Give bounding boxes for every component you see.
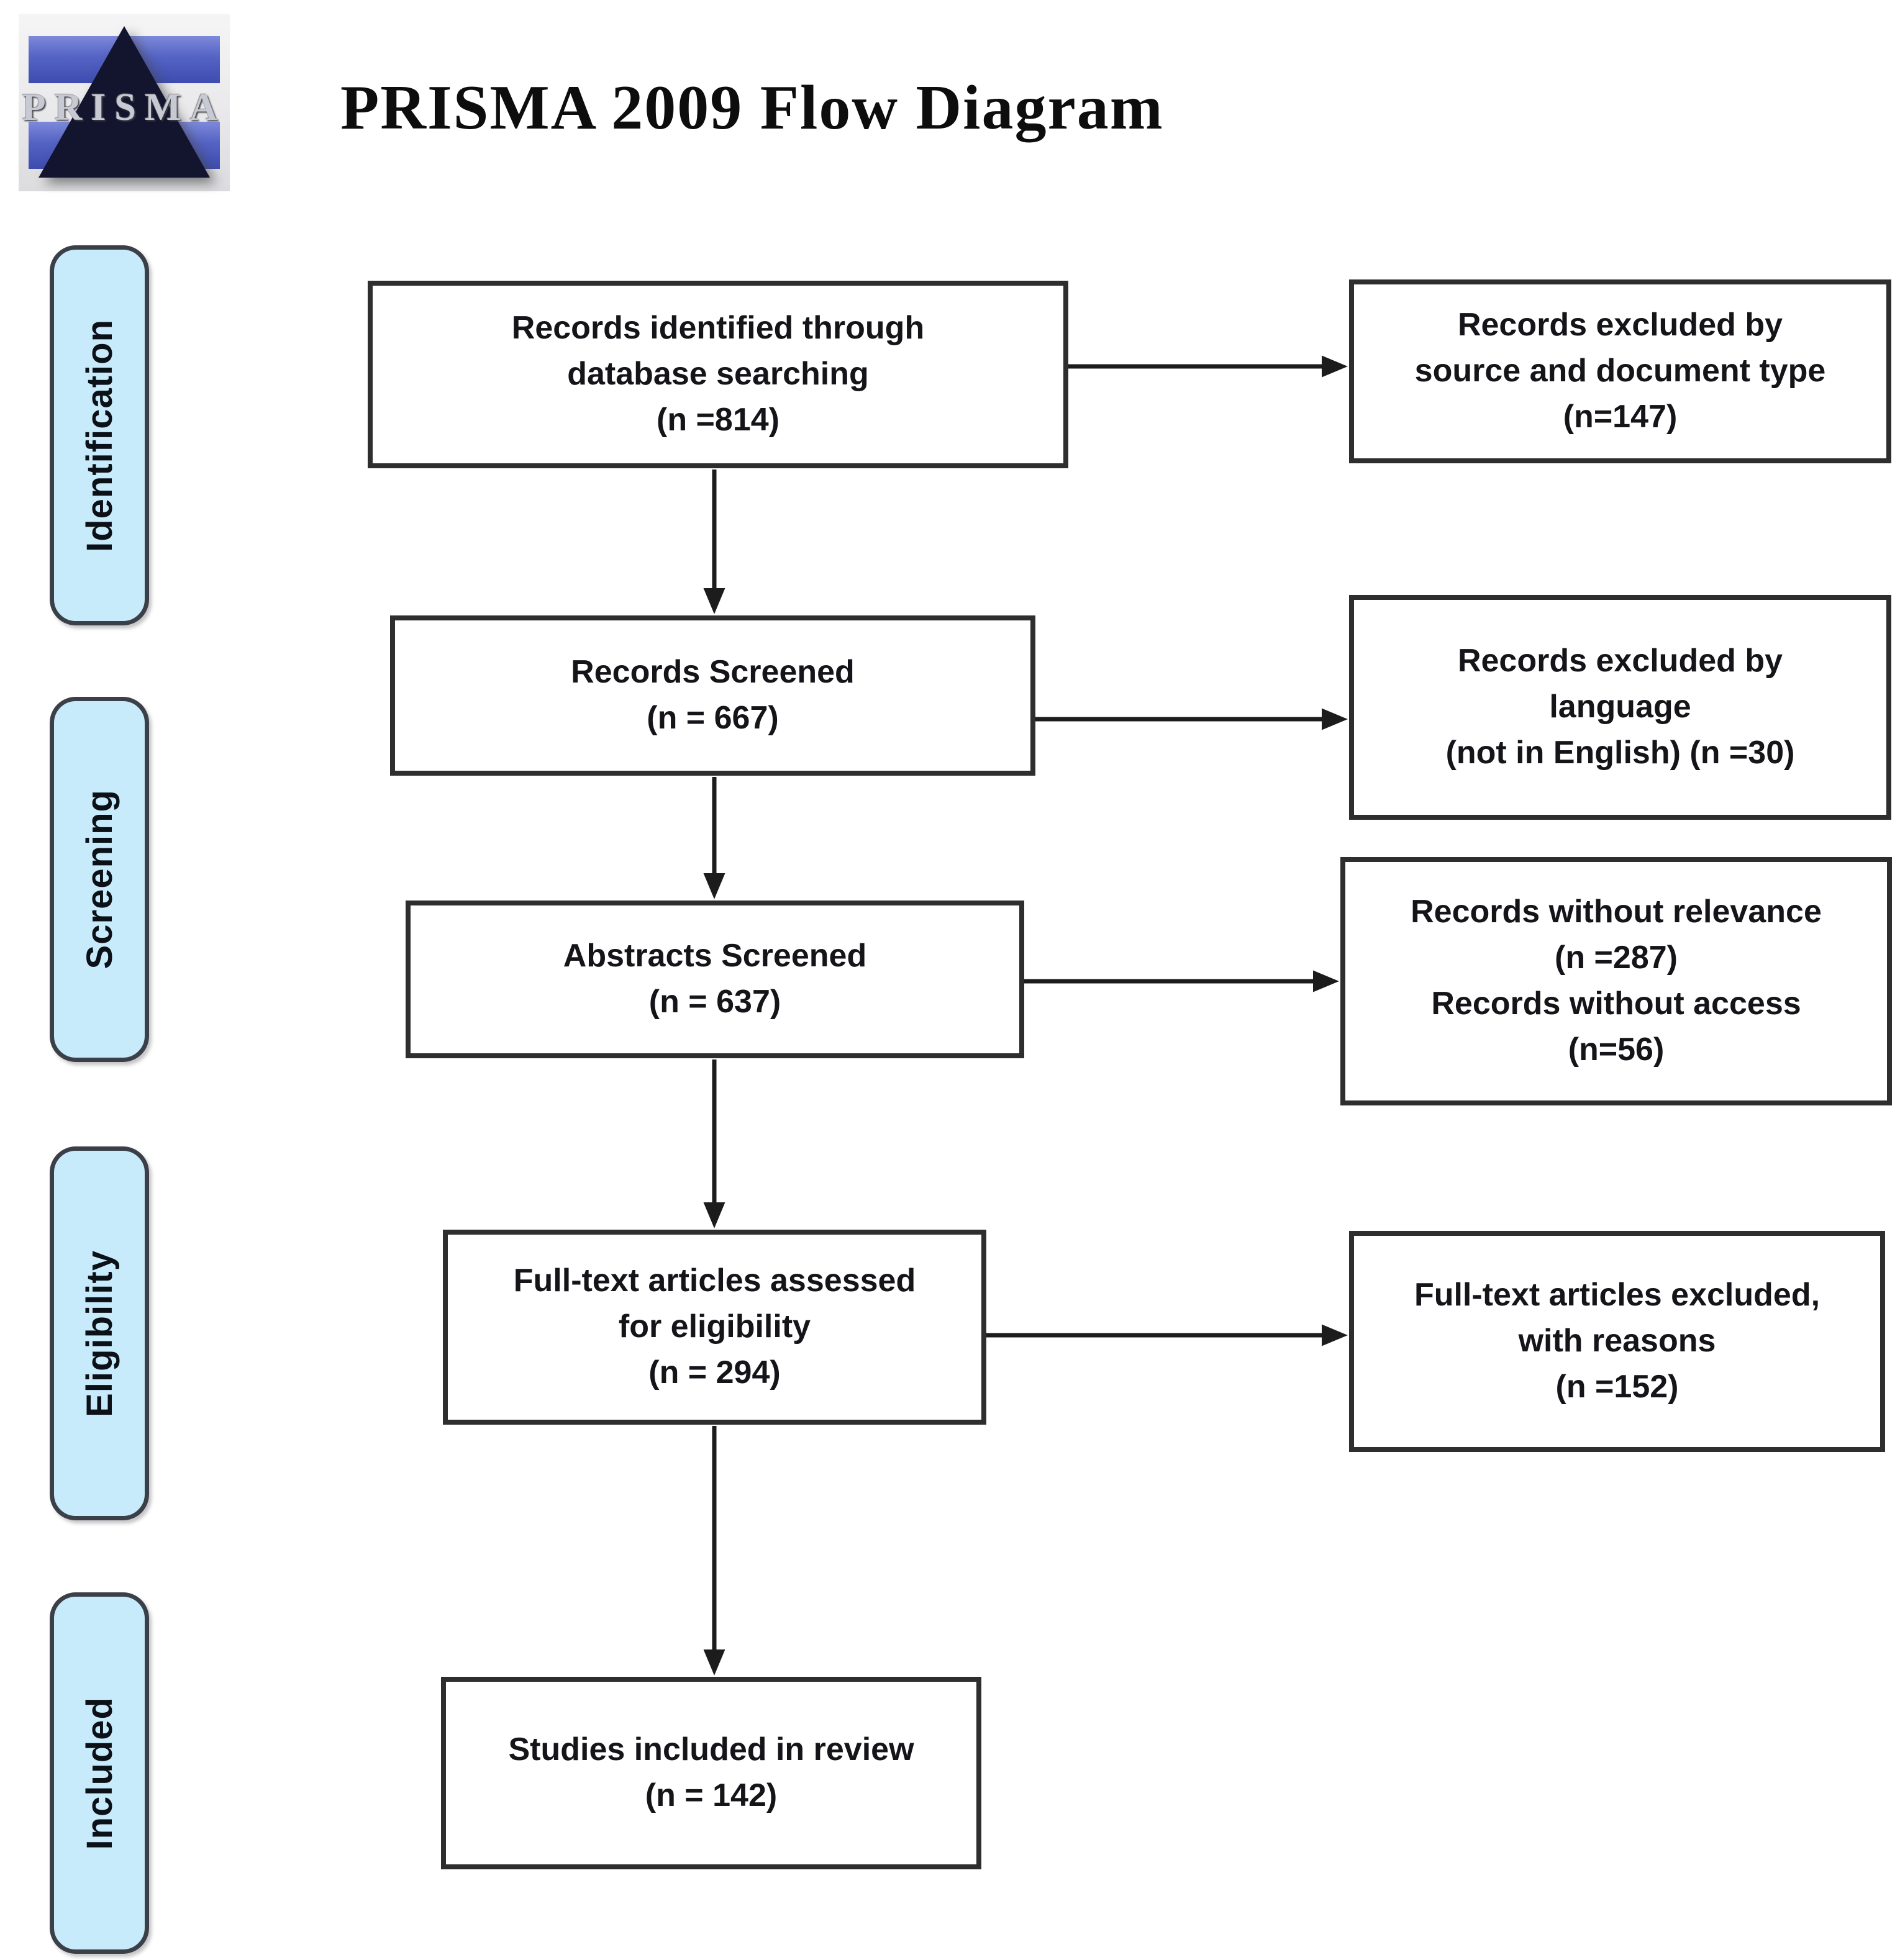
logo-triangle-icon	[39, 26, 210, 178]
box-records-identified: Records identified through database sear…	[368, 281, 1068, 468]
stage-identification-label: Identification	[79, 319, 120, 552]
box-fulltext-assessed: Full-text articles assessed for eligibil…	[443, 1230, 986, 1425]
stage-screening: Screening	[50, 697, 149, 1062]
box-studies-included-text: Studies included in review (n = 142)	[508, 1731, 914, 1813]
box-excluded-relevance-access-text: Records without relevance (n =287) Recor…	[1411, 894, 1822, 1068]
box-excluded-relevance-access: Records without relevance (n =287) Recor…	[1340, 857, 1892, 1105]
stage-eligibility: Eligibility	[50, 1146, 149, 1520]
box-records-identified-text: Records identified through database sear…	[511, 310, 925, 438]
stage-identification: Identification	[50, 245, 149, 625]
box-excluded-language: Records excluded by language (not in Eng…	[1349, 595, 1891, 820]
stage-screening-label: Screening	[79, 789, 120, 969]
box-excluded-language-text: Records excluded by language (not in Eng…	[1445, 643, 1795, 771]
box-fulltext-assessed-text: Full-text articles assessed for eligibil…	[513, 1263, 916, 1391]
box-excluded-source-type-text: Records excluded by source and document …	[1414, 307, 1826, 435]
box-abstracts-screened-text: Abstracts Screened (n = 637)	[563, 938, 867, 1020]
box-excluded-source-type: Records excluded by source and document …	[1349, 279, 1891, 463]
box-studies-included: Studies included in review (n = 142)	[441, 1677, 981, 1869]
page-title: PRISMA 2009 Flow Diagram	[340, 73, 1164, 143]
box-abstracts-screened: Abstracts Screened (n = 637)	[406, 901, 1024, 1058]
prisma-logo: PRISMA	[19, 14, 230, 191]
box-records-screened: Records Screened (n = 667)	[390, 615, 1035, 776]
stage-eligibility-label: Eligibility	[79, 1250, 120, 1417]
stage-included-label: Included	[79, 1696, 120, 1850]
box-excluded-fulltext-text: Full-text articles excluded, with reason…	[1414, 1277, 1820, 1405]
box-excluded-fulltext: Full-text articles excluded, with reason…	[1349, 1231, 1885, 1452]
stage-included: Included	[50, 1592, 149, 1954]
logo-text: PRISMA	[22, 86, 227, 129]
box-records-screened-text: Records Screened (n = 667)	[571, 654, 855, 736]
